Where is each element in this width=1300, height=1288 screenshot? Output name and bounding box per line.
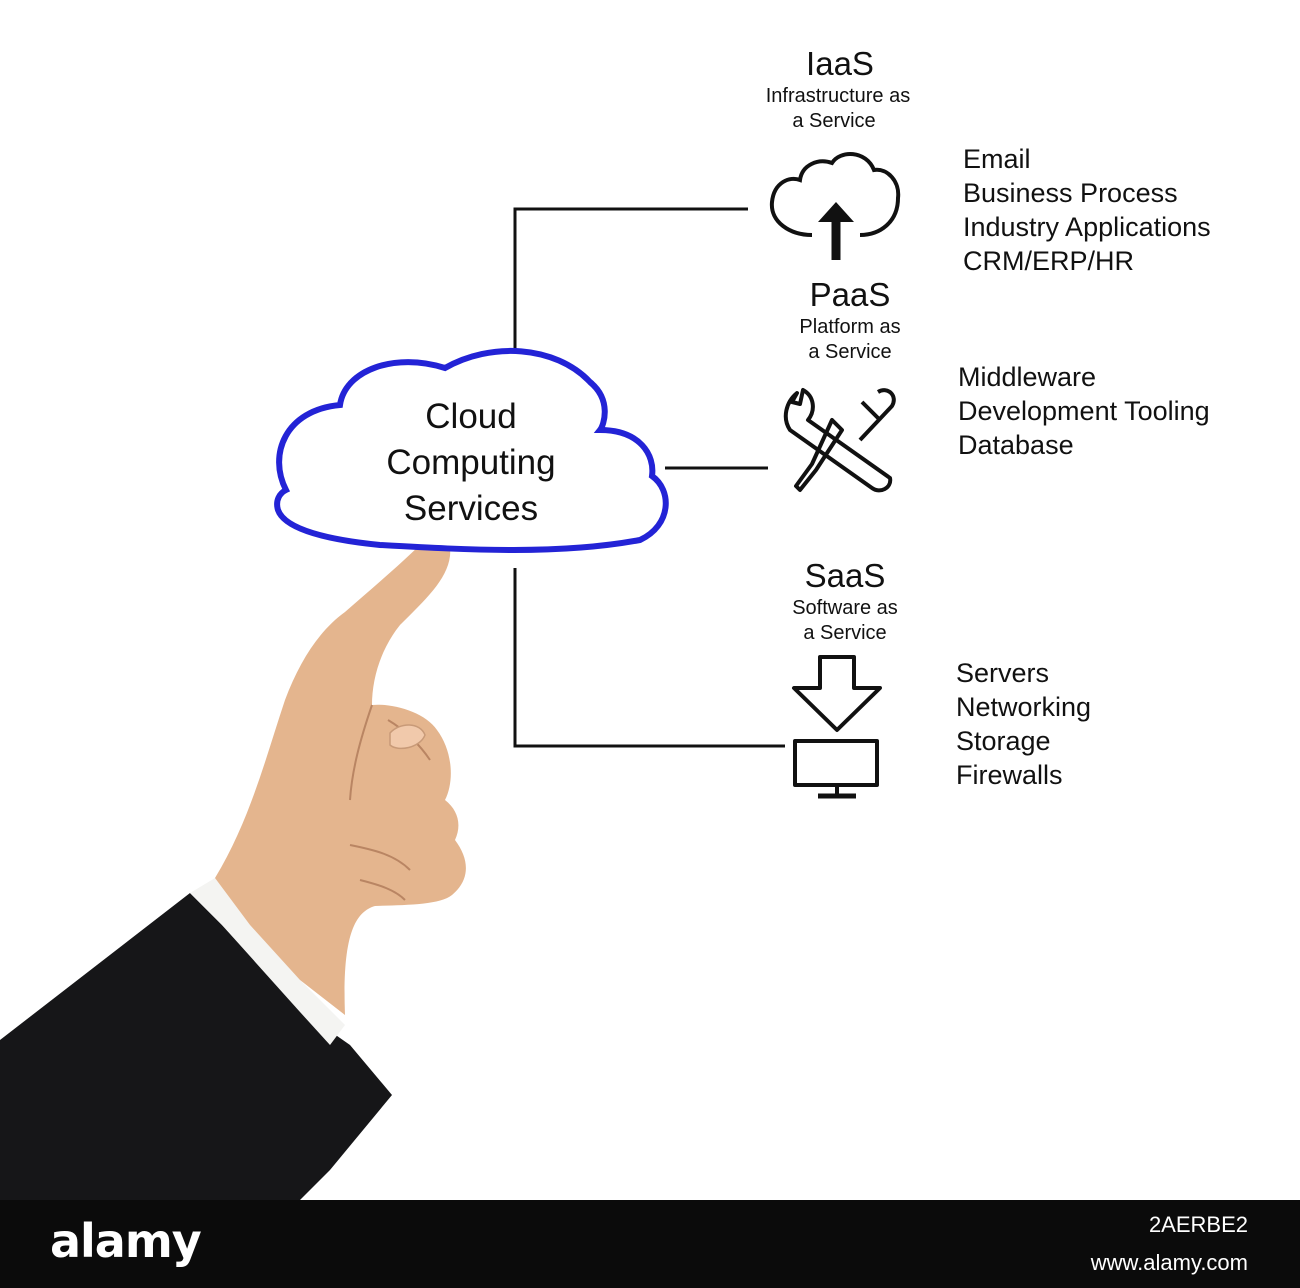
download-to-monitor-icon (792, 655, 882, 799)
cloud-upload-icon (769, 152, 901, 260)
paas-item-1: Middleware (958, 362, 1096, 392)
saas-item-4: Firewalls (956, 760, 1063, 790)
paas-full-line-2: a Service (808, 341, 891, 363)
hand-pointing-icon (0, 535, 466, 1200)
saas-item-1: Servers (956, 658, 1049, 688)
center-title-line-1: Cloud (425, 397, 516, 436)
paas-item-3: Database (958, 430, 1074, 460)
saas-full-line-1: Software as (792, 597, 898, 619)
iaas-abbr: IaaS (806, 45, 874, 82)
iaas-item-1: Email (963, 144, 1031, 174)
service-saas: SaaS Software as a Service Servers Netwo… (792, 557, 1091, 799)
connector-saas (513, 568, 785, 748)
saas-abbr: SaaS (805, 557, 886, 594)
site-url: www.alamy.com (1090, 1250, 1248, 1275)
center-cloud: Cloud Computing Services (274, 348, 669, 553)
iaas-full-line-1: Infrastructure as (766, 85, 911, 107)
connector-iaas (513, 207, 748, 350)
saas-full-line-2: a Service (803, 622, 886, 644)
iaas-item-3: Industry Applications (963, 212, 1211, 242)
service-paas: PaaS Platform as a Service Middleware De… (783, 276, 1210, 493)
watermark-footer: alamy 2AERBE2 www.alamy.com (0, 1200, 1300, 1288)
center-title-line-2: Computing (386, 443, 555, 482)
iaas-item-4: CRM/ERP/HR (963, 246, 1134, 276)
saas-item-3: Storage (956, 726, 1051, 756)
cloud-outline (274, 348, 669, 553)
diagram-canvas: Cloud Computing Services IaaS Infrastruc… (0, 45, 1211, 1200)
hand-nail (389, 724, 426, 750)
paas-abbr: PaaS (810, 276, 891, 313)
hand-palm (215, 535, 466, 1015)
paas-full-line-1: Platform as (799, 316, 900, 338)
suit-sleeve (0, 893, 392, 1200)
shirt-cuff (190, 878, 345, 1045)
iaas-full-line-2: a Service (792, 110, 875, 132)
paas-item-2: Development Tooling (958, 396, 1210, 426)
alamy-logo: alamy (50, 1214, 202, 1268)
connector-lines (513, 207, 785, 748)
saas-item-2: Networking (956, 692, 1091, 722)
wrench-screwdriver-icon (783, 388, 896, 493)
center-title-line-3: Services (404, 489, 538, 528)
iaas-item-2: Business Process (963, 178, 1178, 208)
service-iaas: IaaS Infrastructure as a Service Email B… (766, 45, 1211, 276)
image-id: 2AERBE2 (1148, 1212, 1248, 1237)
